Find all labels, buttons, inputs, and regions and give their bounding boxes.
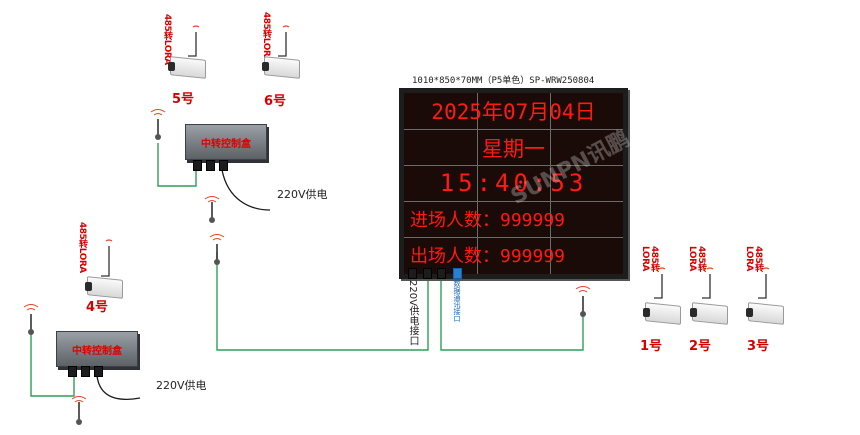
camera-2-label: 2号 [689, 339, 712, 354]
screen-time: 15:40:53 [439, 169, 588, 197]
camera-2-module-label: 485转LORA [687, 246, 706, 272]
camera-4 [85, 276, 123, 302]
screen-port [437, 268, 446, 279]
power-cable-1 [221, 169, 271, 211]
screen-com-port [453, 268, 462, 279]
relay-box-2-label: 中转控制盒 [72, 346, 122, 357]
screen-date: 2025年07月04日 [431, 100, 596, 124]
screen-spec-label: 1010*850*70MM（P5单色）SP-WRW250804 [412, 76, 595, 86]
camera-4-label: 4号 [86, 300, 109, 315]
camera-1 [643, 302, 681, 328]
relay-box-1: 中转控制盒 [185, 124, 267, 160]
camera-6 [262, 56, 300, 82]
antenna-group [23, 109, 591, 425]
camera-5 [168, 56, 206, 82]
relay-box-1-port [193, 160, 202, 171]
led-display-board: 2025年07月04日 星期一 15:40:53 进场人数：999999 出场人… [399, 88, 628, 279]
power-cable-2 [96, 375, 141, 400]
relay-box-1-label: 中转控制盒 [201, 139, 251, 150]
screen-port [423, 268, 432, 279]
wire-box2-antenna [30, 330, 75, 397]
screen-port [408, 268, 417, 279]
power-port-label: 220V供电接口 [407, 280, 418, 346]
camera-1-module-label: 485转LORA [640, 246, 659, 272]
camera-4-module-label: 485转LORA [77, 222, 87, 273]
camera-6-label: 6号 [264, 94, 287, 109]
camera-2 [690, 302, 728, 328]
camera-5-module-label: 485转LORA [162, 14, 172, 65]
screen-entry-count: 进场人数：999999 [410, 210, 566, 231]
wire-box1-antenna [157, 143, 197, 187]
relay-box-1-port [219, 160, 228, 171]
relay-box-2-power-label: 220V供电 [156, 379, 207, 392]
relay-box-2: 中转控制盒 [56, 331, 138, 367]
relay-box-1-port [206, 160, 215, 171]
screen-exit-count: 出场人数：999999 [410, 246, 566, 267]
relay-box-2-port [81, 366, 90, 377]
camera-3-label: 3号 [747, 339, 770, 354]
camera-1-label: 1号 [640, 339, 663, 354]
relay-box-1-power-label: 220V供电 [277, 188, 328, 201]
com-port-label: 数据通讯接口 [453, 280, 461, 322]
wire-box-to-screen [216, 252, 429, 351]
wire-screen-to-antenna [440, 270, 584, 351]
camera-3-module-label: 485转LORA [744, 246, 763, 272]
camera-3 [746, 302, 784, 328]
relay-box-2-port [68, 366, 77, 377]
camera-5-label: 5号 [172, 92, 195, 107]
camera-6-module-label: 485转LORA [261, 12, 271, 63]
screen-weekday: 星期一 [482, 137, 545, 161]
relay-box-2-port [94, 366, 103, 377]
